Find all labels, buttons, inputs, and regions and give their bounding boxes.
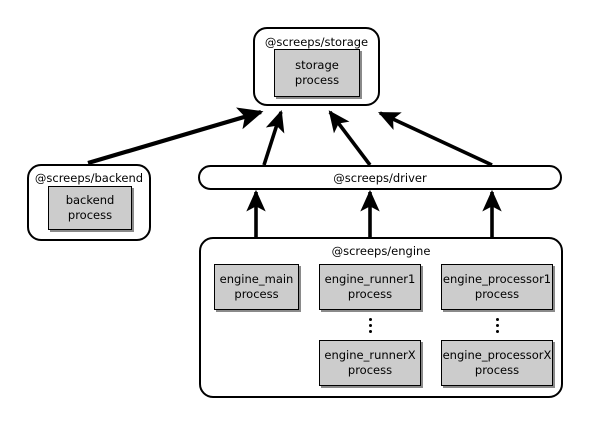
process-engine-processor1-line2: process	[474, 287, 520, 301]
package-storage-label: @screeps/storage	[264, 35, 369, 49]
edge-driver-to-storage-middle	[328, 110, 372, 167]
ellipsis-runner	[365, 315, 375, 336]
package-driver[interactable]: @screeps/driver	[198, 165, 562, 190]
process-engine-processor1[interactable]: engine_processor1 process	[441, 264, 553, 310]
edge-driver-to-storage-right	[378, 111, 493, 167]
package-engine[interactable]: @screeps/engine engine_main process engi…	[199, 237, 563, 398]
process-engine-processorX-line1: engine_processorX	[442, 348, 552, 362]
edge-driver-to-storage-left	[262, 109, 285, 166]
process-storage[interactable]: storage process	[274, 49, 360, 97]
process-engine-runnerX-line1: engine_runnerX	[324, 348, 416, 362]
process-backend[interactable]: backend process	[48, 186, 132, 230]
process-engine-main-line1: engine_main	[219, 272, 294, 286]
process-engine-main-line2: process	[234, 287, 279, 301]
package-backend-label: @screeps/backend	[34, 171, 144, 185]
process-storage-line2: process	[294, 73, 340, 87]
ellipsis-processor	[492, 315, 502, 336]
process-engine-runner1-line2: process	[347, 287, 393, 301]
process-storage-line1: storage	[295, 58, 339, 72]
process-engine-runnerX[interactable]: engine_runnerX process	[319, 340, 421, 386]
package-backend[interactable]: @screeps/backend backend process	[27, 164, 151, 241]
process-engine-processorX-line2: process	[474, 363, 520, 377]
process-engine-processor1-line1: engine_processor1	[442, 272, 552, 286]
package-engine-label: @screeps/engine	[331, 244, 431, 258]
process-engine-runner1[interactable]: engine_runner1 process	[319, 264, 421, 310]
process-backend-line1: backend	[65, 193, 115, 207]
process-engine-runnerX-line2: process	[347, 363, 393, 377]
process-backend-line2: process	[67, 208, 113, 222]
process-engine-main[interactable]: engine_main process	[214, 264, 299, 310]
process-engine-runner1-line1: engine_runner1	[324, 272, 416, 286]
edge-backend-to-storage	[87, 107, 264, 166]
process-engine-processorX[interactable]: engine_processorX process	[441, 340, 553, 386]
package-storage[interactable]: @screeps/storage storage process	[253, 27, 380, 106]
package-driver-label: @screeps/driver	[333, 170, 427, 185]
